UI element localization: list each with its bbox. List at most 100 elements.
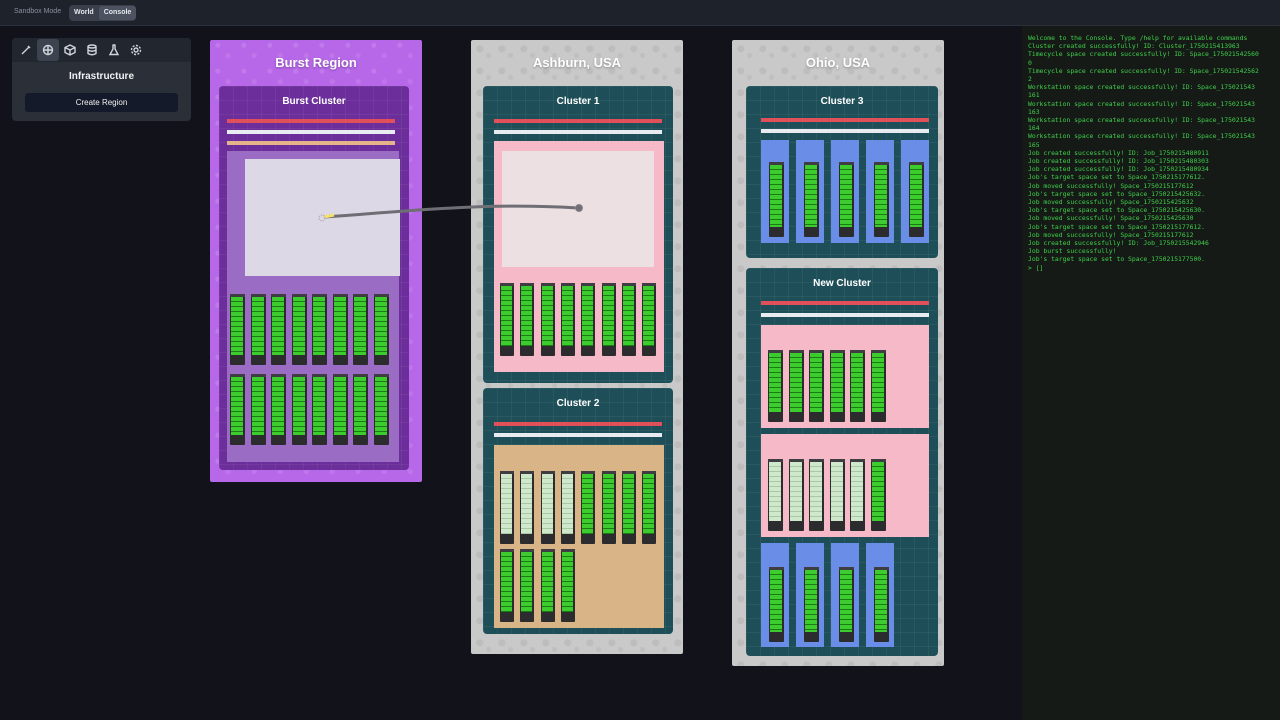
server-rack[interactable] bbox=[353, 374, 368, 445]
server-rack[interactable] bbox=[642, 471, 657, 544]
workstation-space[interactable] bbox=[866, 543, 894, 647]
rack-leds bbox=[561, 552, 573, 612]
region-ashburn[interactable]: Ashburn, USA Cluster 1 Cluster 2 bbox=[471, 40, 683, 654]
server-rack[interactable] bbox=[809, 459, 824, 531]
server-rack[interactable] bbox=[804, 162, 819, 237]
region-ohio[interactable]: Ohio, USA Cluster 3 New Cluster bbox=[732, 40, 944, 666]
tab-world[interactable]: World bbox=[74, 9, 94, 16]
server-rack[interactable] bbox=[312, 374, 327, 445]
server-rack[interactable] bbox=[768, 459, 783, 531]
server-rack[interactable] bbox=[839, 162, 854, 237]
server-rack[interactable] bbox=[809, 350, 824, 422]
cluster-1-space[interactable] bbox=[494, 141, 664, 372]
server-rack[interactable] bbox=[540, 283, 555, 356]
server-rack[interactable] bbox=[560, 549, 575, 622]
console-line: Job's target space set to Space_17502154… bbox=[1028, 206, 1205, 215]
server-rack[interactable] bbox=[874, 162, 889, 237]
server-rack[interactable] bbox=[829, 459, 845, 531]
server-rack[interactable] bbox=[581, 471, 596, 544]
server-rack[interactable] bbox=[250, 374, 266, 445]
server-rack[interactable] bbox=[788, 350, 804, 422]
server-rack[interactable] bbox=[581, 283, 596, 356]
server-rack[interactable] bbox=[768, 350, 783, 422]
region-burst[interactable]: Burst Region Burst Cluster bbox=[210, 40, 422, 482]
rack-leds bbox=[374, 377, 387, 435]
server-rack[interactable] bbox=[230, 294, 245, 365]
server-rack[interactable] bbox=[621, 471, 636, 544]
cluster-burst[interactable]: Burst Cluster bbox=[219, 86, 409, 470]
server-rack[interactable] bbox=[312, 294, 327, 365]
server-rack[interactable] bbox=[621, 283, 636, 356]
server-rack[interactable] bbox=[373, 294, 389, 365]
new-cluster-space-2[interactable] bbox=[761, 434, 929, 537]
cluster-1[interactable]: Cluster 1 bbox=[483, 86, 673, 383]
server-rack[interactable] bbox=[250, 294, 266, 365]
console-panel[interactable]: Welcome to the Console. Type /help for a… bbox=[1022, 26, 1280, 720]
server-rack[interactable] bbox=[642, 283, 657, 356]
server-rack[interactable] bbox=[850, 350, 865, 422]
server-rack[interactable] bbox=[601, 471, 616, 544]
server-rack[interactable] bbox=[560, 471, 575, 544]
rack-leds bbox=[292, 297, 305, 355]
region-tool-button[interactable] bbox=[37, 39, 59, 61]
server-rack[interactable] bbox=[271, 374, 286, 445]
server-rack[interactable] bbox=[500, 549, 514, 622]
workstation-space[interactable] bbox=[831, 140, 859, 243]
job-placeholder[interactable] bbox=[245, 159, 400, 276]
server-rack[interactable] bbox=[291, 294, 307, 365]
create-region-button[interactable]: Create Region bbox=[25, 93, 178, 112]
workstation-space[interactable] bbox=[901, 140, 929, 243]
server-rack[interactable] bbox=[769, 567, 784, 642]
job-placeholder[interactable] bbox=[502, 151, 654, 267]
server-rack[interactable] bbox=[874, 567, 889, 642]
cluster-new[interactable]: New Cluster bbox=[746, 268, 938, 656]
cluster-2-space[interactable] bbox=[494, 445, 664, 628]
server-rack[interactable] bbox=[540, 471, 555, 544]
server-rack[interactable] bbox=[909, 162, 924, 237]
region-icon bbox=[42, 44, 54, 56]
server-rack[interactable] bbox=[332, 374, 348, 445]
server-rack[interactable] bbox=[560, 283, 575, 356]
rack-cap bbox=[520, 283, 535, 286]
workstation-space[interactable] bbox=[761, 543, 789, 647]
workstation-space[interactable] bbox=[866, 140, 894, 243]
cluster-2[interactable]: Cluster 2 bbox=[483, 388, 673, 634]
tab-console[interactable]: Console bbox=[98, 6, 137, 20]
rack-leds bbox=[272, 377, 284, 435]
server-rack[interactable] bbox=[540, 549, 555, 622]
server-rack[interactable] bbox=[520, 283, 535, 356]
server-rack[interactable] bbox=[520, 549, 535, 622]
new-cluster-space-1[interactable] bbox=[761, 325, 929, 428]
flask-tool-button[interactable] bbox=[103, 39, 125, 61]
server-rack[interactable] bbox=[373, 374, 389, 445]
server-rack[interactable] bbox=[230, 374, 245, 445]
server-rack[interactable] bbox=[870, 459, 886, 531]
server-rack[interactable] bbox=[870, 350, 886, 422]
rack-leds bbox=[830, 462, 843, 521]
settings-tool-button[interactable] bbox=[125, 39, 147, 61]
burst-space[interactable] bbox=[227, 151, 400, 462]
server-rack[interactable] bbox=[769, 162, 784, 237]
server-rack[interactable] bbox=[829, 350, 845, 422]
server-rack[interactable] bbox=[601, 283, 616, 356]
server-rack[interactable] bbox=[500, 471, 514, 544]
server-rack[interactable] bbox=[520, 471, 535, 544]
brush-tool-button[interactable] bbox=[15, 39, 37, 61]
workstation-space[interactable] bbox=[831, 543, 859, 647]
server-rack[interactable] bbox=[804, 567, 819, 642]
server-rack[interactable] bbox=[332, 294, 348, 365]
database-tool-button[interactable] bbox=[81, 39, 103, 61]
workstation-space[interactable] bbox=[796, 543, 824, 647]
rack-leds bbox=[501, 286, 512, 346]
workstation-space[interactable] bbox=[761, 140, 789, 243]
server-rack[interactable] bbox=[271, 294, 286, 365]
cube-tool-button[interactable] bbox=[59, 39, 81, 61]
workstation-space[interactable] bbox=[796, 140, 824, 243]
server-rack[interactable] bbox=[291, 374, 307, 445]
server-rack[interactable] bbox=[839, 567, 854, 642]
server-rack[interactable] bbox=[850, 459, 865, 531]
server-rack[interactable] bbox=[788, 459, 804, 531]
server-rack[interactable] bbox=[500, 283, 514, 356]
server-rack[interactable] bbox=[353, 294, 368, 365]
cluster-3[interactable]: Cluster 3 bbox=[746, 86, 938, 258]
